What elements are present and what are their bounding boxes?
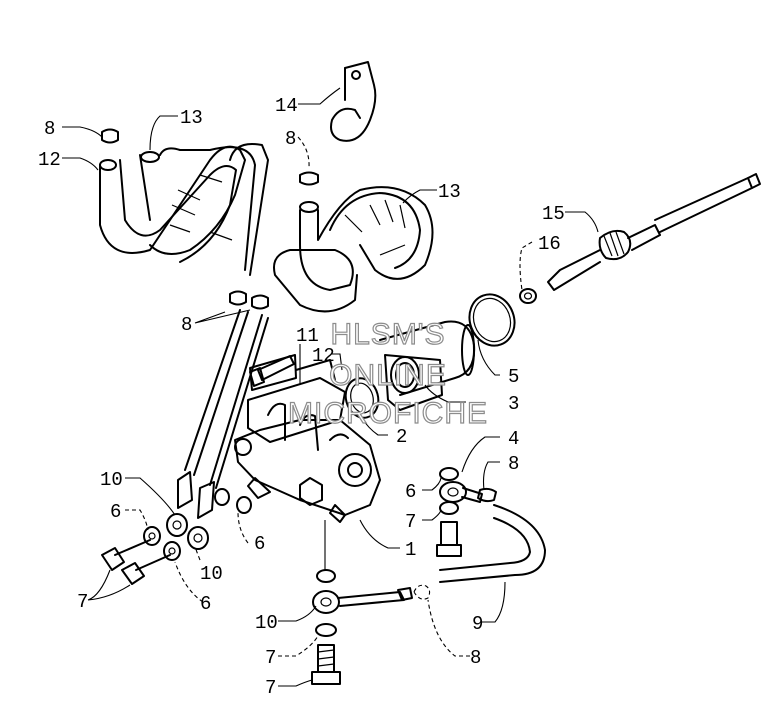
pump-housing	[379, 320, 476, 411]
drive-cable	[519, 173, 761, 304]
callout-8: 8	[44, 118, 55, 140]
callout-14: 14	[275, 95, 298, 117]
callout-6: 6	[200, 593, 211, 615]
callout-3: 3	[508, 393, 519, 415]
callout-8: 8	[181, 314, 192, 336]
callout-16: 16	[538, 233, 561, 255]
callout-6: 6	[110, 501, 121, 523]
watermark-line-2: ONLINE	[329, 359, 447, 392]
callout-10: 10	[100, 469, 123, 491]
hose-left	[99, 143, 269, 276]
callout-2: 2	[396, 426, 407, 448]
callout-numbers: 8 12 13 14 8 13 15 16 8 11 12 5 3 2 4 8 …	[38, 95, 565, 699]
callout-13: 13	[180, 107, 203, 129]
callout-13: 13	[438, 181, 461, 203]
callout-8: 8	[285, 128, 296, 150]
gasket	[344, 377, 380, 419]
callout-15: 15	[542, 203, 565, 225]
callout-8: 8	[470, 647, 481, 669]
bottom-oil-line	[311, 569, 413, 685]
callout-1: 1	[405, 539, 416, 561]
right-oil-line	[436, 467, 546, 583]
callout-7: 7	[265, 677, 276, 699]
left-oil-lines	[101, 309, 269, 585]
bolt-11	[249, 355, 295, 387]
callout-8: 8	[508, 453, 519, 475]
o-ring	[468, 293, 516, 347]
callout-7: 7	[77, 591, 88, 613]
callout-5: 4	[508, 428, 519, 450]
callout-12: 12	[312, 345, 335, 367]
callout-6: 6	[254, 533, 265, 555]
callout-10: 10	[255, 612, 278, 634]
watermark-line-3: MICROFICHE	[288, 397, 488, 430]
callout-12: 12	[38, 149, 61, 171]
callout-7: 7	[405, 511, 416, 533]
bracket	[330, 61, 377, 142]
oil-pump	[234, 354, 381, 523]
callout-4: 5	[508, 366, 519, 388]
leader-lines	[62, 87, 599, 687]
hose-right	[273, 186, 434, 313]
callout-6: 7	[265, 647, 276, 669]
watermark-line-1: HLSM'S	[330, 318, 445, 351]
watermark: HLSM'S ONLINE MICROFICHE	[287, 317, 488, 430]
callout-6: 6	[405, 481, 416, 503]
callout-11: 11	[296, 325, 319, 347]
callout-10: 10	[200, 563, 223, 585]
callout-9: 9	[472, 613, 483, 635]
